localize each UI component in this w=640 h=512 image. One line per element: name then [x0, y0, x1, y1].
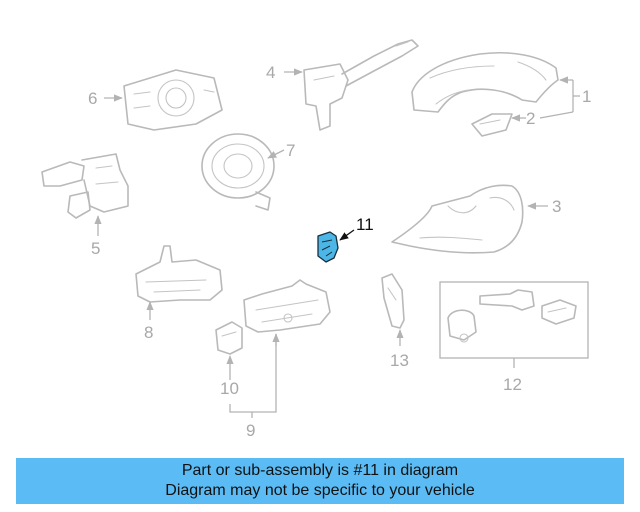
banner-line-1: Part or sub-assembly is #11 in diagram: [181, 462, 459, 479]
label-3: 3: [552, 197, 561, 216]
part-2-trim-piece: [471, 113, 513, 137]
callout-7: 7: [267, 141, 295, 160]
part-4-wiper-switch: [303, 39, 419, 131]
callout-10: 10: [220, 355, 239, 398]
label-11: 11: [356, 215, 374, 234]
callout-8: 8: [144, 301, 154, 342]
part-11-highlighted[interactable]: [317, 231, 339, 263]
label-13: 13: [390, 351, 409, 370]
label-1: 1: [582, 87, 591, 106]
callout-12: 12: [503, 358, 522, 394]
callout-1: 1: [559, 76, 591, 112]
label-9: 9: [246, 421, 255, 440]
label-7: 7: [286, 141, 295, 160]
label-5: 5: [91, 239, 100, 258]
part-3-lower-column-cover: [391, 184, 524, 254]
part-8-bracket: [135, 245, 223, 303]
callout-9: 9: [229, 333, 280, 440]
callout-4: 4: [266, 63, 303, 82]
callout-11: 11: [339, 215, 374, 241]
callout-13: 13: [390, 329, 409, 370]
part-1-upper-column-cover: [411, 51, 559, 113]
part-6-switch-module: [123, 69, 223, 131]
callout-6: 6: [88, 89, 123, 108]
label-8: 8: [144, 323, 153, 342]
label-12: 12: [503, 375, 522, 394]
part-10-module: [215, 321, 243, 355]
info-banner: Part or sub-assembly is #11 in diagram D…: [16, 458, 624, 504]
part-9-housing: [243, 279, 331, 333]
label-2: 2: [526, 109, 535, 128]
label-6: 6: [88, 89, 97, 108]
label-10: 10: [220, 379, 239, 398]
callout-3: 3: [527, 197, 561, 216]
part-5-turn-signal-switch: [41, 153, 129, 219]
banner-line-2: Diagram may not be specific to your vehi…: [165, 482, 475, 499]
part-12-key-set: [439, 281, 589, 359]
callout-5: 5: [91, 215, 102, 258]
part-13-trim-strip: [381, 273, 405, 329]
callout-2: 2: [511, 109, 574, 128]
label-4: 4: [266, 63, 275, 82]
part-7-clock-spring: [201, 133, 275, 211]
